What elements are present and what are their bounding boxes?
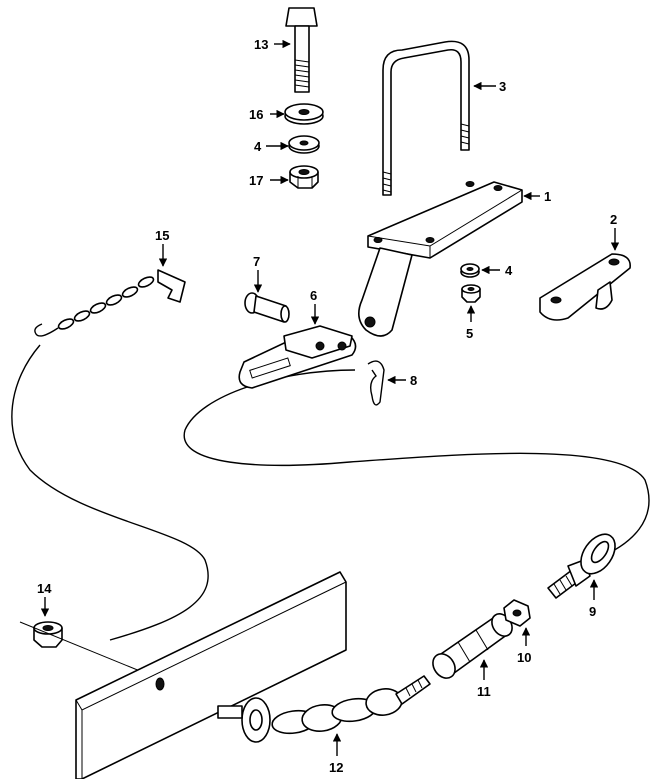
callout-3: 3: [499, 79, 506, 94]
u-bolt-part-3: [382, 40, 470, 196]
guide-line-right: [183, 369, 650, 559]
callout-4-right: 4: [505, 263, 513, 278]
callout-6: 6: [310, 288, 317, 303]
callout-10: 10: [517, 650, 531, 665]
swivel-bracket-part-2: [539, 253, 631, 321]
callout-9: 9: [589, 604, 596, 619]
nut-part-17: [289, 165, 319, 189]
callout-13: 13: [254, 37, 268, 52]
lock-washer-part-4-right: [460, 263, 480, 278]
nut-part-10: [503, 599, 531, 627]
nut-part-5: [461, 284, 481, 303]
callout-14: 14: [37, 581, 52, 596]
callout-8: 8: [410, 373, 417, 388]
lock-washer-part-4-top: [288, 135, 320, 154]
bolt-part-13: [285, 7, 318, 93]
callout-7: 7: [253, 254, 260, 269]
eye-bolt-part-9: [547, 533, 616, 599]
leader-lines: [40, 39, 620, 756]
callout-4-top: 4: [254, 139, 262, 154]
guide-line-left: [11, 344, 209, 641]
turnbuckle-part-11: [432, 613, 513, 679]
callout-5: 5: [466, 326, 473, 341]
bracket-part-1: [358, 181, 523, 337]
clevis-part-6: [238, 325, 357, 389]
chain-part-12: [217, 675, 431, 743]
pin-part-7: [244, 292, 290, 323]
callout-1: 1: [544, 189, 551, 204]
callout-12: 12: [329, 760, 343, 775]
callout-11: 11: [477, 684, 491, 699]
callout-17: 17: [249, 173, 263, 188]
chain-part-15: [34, 269, 186, 337]
callout-15: 15: [155, 228, 169, 243]
washer-part-16: [284, 103, 324, 125]
callout-16: 16: [249, 107, 263, 122]
callout-2: 2: [610, 212, 617, 227]
drawbar: [75, 571, 347, 779]
callout-labels: 13 16 4 17 3 1 2 4 5 15 7 6 8 9 10 11 12…: [37, 37, 617, 775]
nut-part-14: [33, 621, 63, 648]
cotter-pin-part-8: [367, 360, 385, 406]
